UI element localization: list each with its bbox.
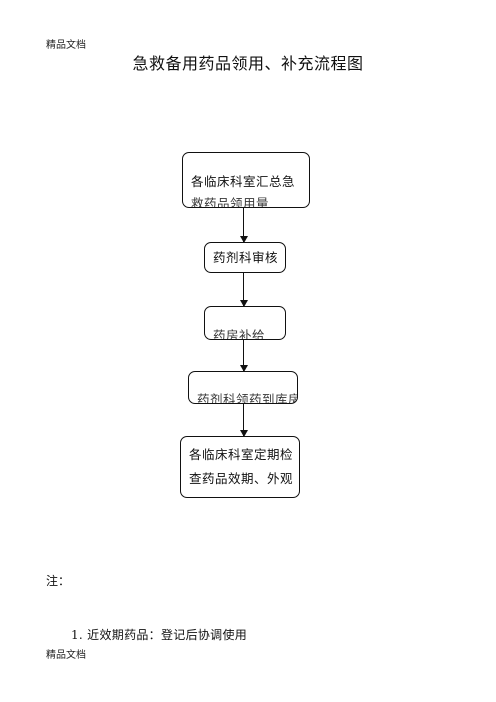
page-title: 急救备用药品领用、补充流程图 [132, 54, 364, 73]
footer-label: 精品文档 [46, 650, 86, 661]
flow-arrow-3 [238, 340, 249, 372]
flow-arrow-4 [238, 404, 249, 437]
flow-step-3: 药房补给 [204, 306, 286, 340]
flow-step-2: 药剂科审核 [204, 242, 286, 273]
flow-step-3-line-1: 药房补给 [213, 328, 266, 340]
flow-arrow-1 [238, 208, 249, 243]
flow-step-5: 各临床科室定期检 查药品效期、外观 [180, 436, 300, 498]
flow-step-1-line-1: 各临床科室汇总急 [191, 174, 296, 189]
flow-step-5-line-2: 查药品效期、外观 [189, 471, 294, 486]
header-label: 精品文档 [46, 40, 86, 51]
flow-arrow-2 [238, 273, 249, 307]
flow-step-2-line-1: 药剂科审核 [213, 250, 279, 265]
flow-step-4-line-1: 药剂科领药到库房 [197, 392, 298, 404]
note-item-1: 1. 近效期药品：登记后协调使用 [71, 628, 248, 642]
flow-step-5-line-1: 各临床科室定期检 [189, 447, 294, 462]
notes-label: 注： [46, 574, 71, 588]
flow-step-1: 各临床科室汇总急 救药品领用量 [182, 152, 310, 208]
flow-step-4: 药剂科领药到库房 [188, 371, 298, 404]
flow-step-1-line-2: 救药品领用量 [191, 196, 270, 208]
